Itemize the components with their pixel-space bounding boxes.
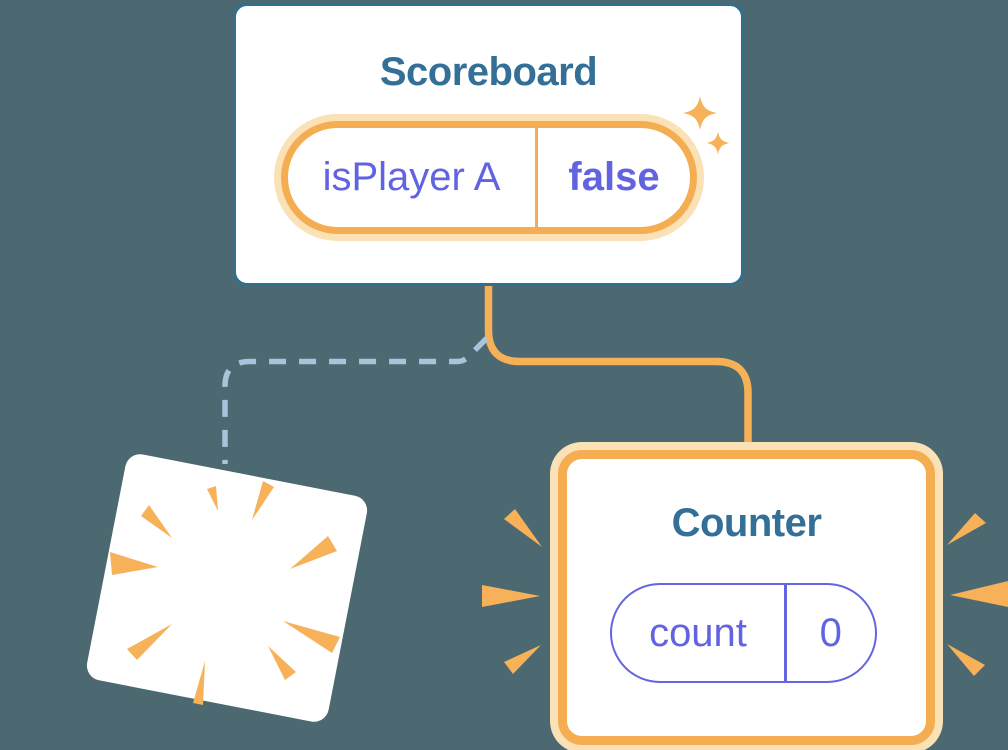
destroyed-component-card	[84, 451, 370, 725]
dashed-connector-scoreboard-to-destroyed	[222, 336, 489, 464]
counter-title: Counter	[671, 501, 822, 545]
scoreboard-title: Scoreboard	[379, 50, 598, 94]
pill-divider	[535, 128, 538, 227]
state-name: isPlayer A	[322, 155, 501, 199]
solid-connector-scoreboard-to-counter	[484, 282, 752, 462]
scoreboard-state-pill: isPlayer A false	[281, 121, 697, 234]
state-name: count	[649, 610, 747, 655]
counter-component-card: Counter count 0	[558, 450, 935, 745]
state-value: false	[568, 155, 660, 199]
pill-divider	[784, 585, 787, 681]
emphasis-rays-left-icon	[482, 509, 542, 674]
state-value: 0	[819, 610, 842, 655]
emphasis-rays-right-icon	[947, 513, 1008, 676]
scoreboard-component-card: Scoreboard isPlayer A false	[233, 3, 744, 286]
counter-state-pill: count 0	[610, 583, 877, 683]
